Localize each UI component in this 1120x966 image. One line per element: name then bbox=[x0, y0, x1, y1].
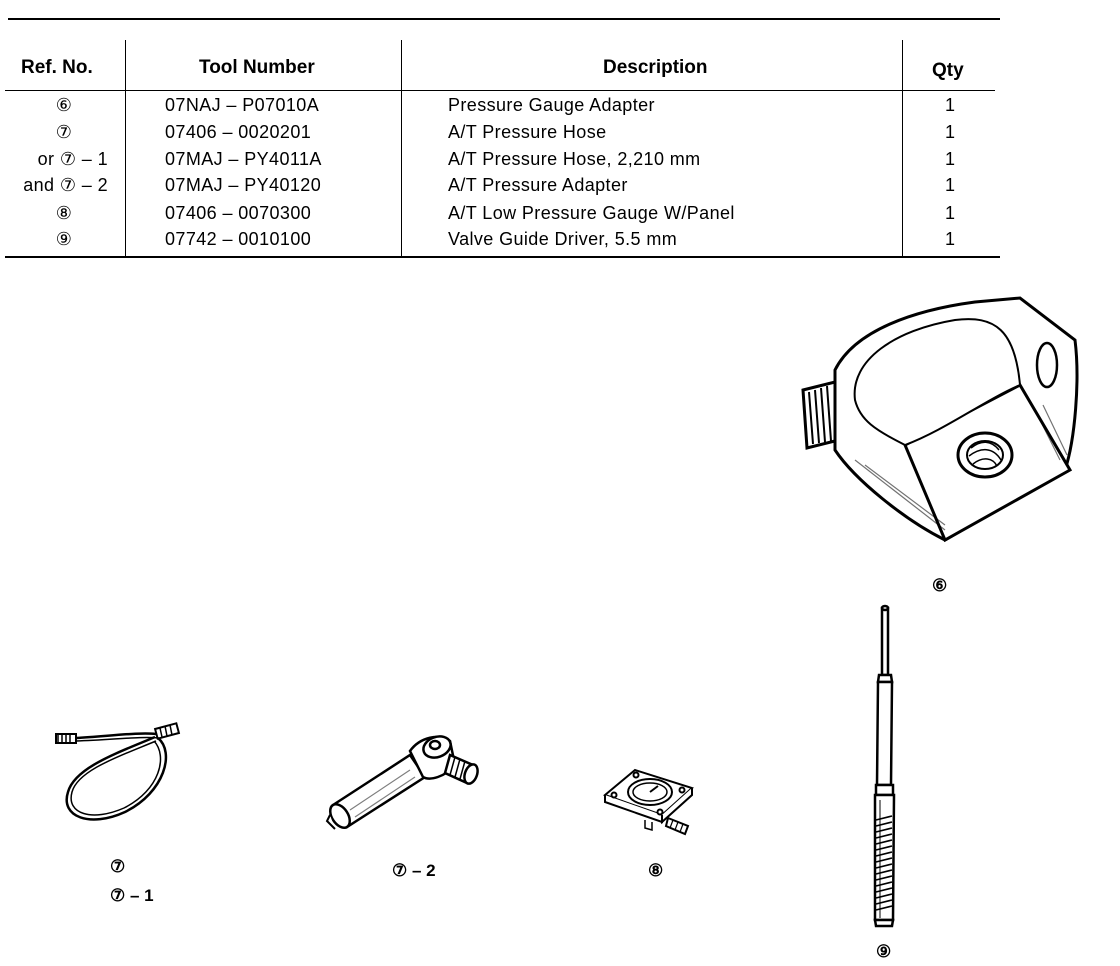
caption-valve-guide-driver: ⑨ bbox=[876, 942, 892, 961]
table-header: Ref. No. Tool Number Description Qty bbox=[5, 40, 1000, 256]
desc-cell: Valve Guide Driver, 5.5 mm bbox=[448, 229, 678, 249]
table-row: and ⑦ – 2 07MAJ – PY40120 A/T Pressure A… bbox=[5, 175, 1000, 201]
desc-cell: A/T Pressure Hose, 2,210 mm bbox=[448, 149, 701, 169]
header-rule bbox=[5, 90, 995, 91]
col-divider bbox=[125, 40, 126, 256]
caption-pressure-adapter: ⑦ – 2 bbox=[392, 861, 436, 880]
tool-cell: 07MAJ – PY4011A bbox=[165, 149, 322, 169]
caption-pressure-hose-2210: ⑦ – 1 bbox=[110, 886, 154, 905]
ref-cell: ⑧ bbox=[55, 203, 73, 223]
pressure-hose-illustration bbox=[55, 722, 181, 821]
table-row: ⑨ 07742 – 0010100 Valve Guide Driver, 5.… bbox=[5, 229, 1000, 255]
tool-cell: 07406 – 0070300 bbox=[165, 203, 312, 223]
qty-cell: 1 bbox=[945, 95, 956, 115]
qty-cell: 1 bbox=[945, 175, 956, 195]
pressure-gauge-adapter-illustration bbox=[801, 296, 1079, 543]
tool-cell: 07MAJ – PY40120 bbox=[165, 175, 322, 195]
header-qty: Qty bbox=[932, 60, 964, 81]
ref-cell: ⑥ bbox=[55, 95, 73, 115]
bottom-rule bbox=[5, 256, 1000, 258]
table-row: ⑥ 07NAJ – P07010A Pressure Gauge Adapter… bbox=[5, 95, 1000, 121]
ref-cell: ⑨ bbox=[55, 229, 73, 249]
qty-cell: 1 bbox=[945, 149, 956, 169]
tool-cell: 07NAJ – P07010A bbox=[165, 95, 320, 115]
pressure-adapter-illustration bbox=[325, 735, 479, 830]
tool-cell: 07742 – 0010100 bbox=[165, 229, 312, 249]
header-ref-no: Ref. No. bbox=[21, 57, 93, 78]
header-tool-number: Tool Number bbox=[199, 57, 315, 78]
col-divider bbox=[902, 40, 903, 256]
desc-cell: A/T Pressure Adapter bbox=[448, 175, 628, 195]
table-row: or ⑦ – 1 07MAJ – PY4011A A/T Pressure Ho… bbox=[5, 149, 1000, 175]
caption-pressure-gauge-adapter: ⑥ bbox=[932, 576, 948, 595]
qty-cell: 1 bbox=[945, 203, 956, 223]
desc-cell: A/T Pressure Hose bbox=[448, 122, 607, 142]
col-divider bbox=[401, 40, 402, 256]
top-rule bbox=[8, 18, 1000, 20]
desc-cell: Pressure Gauge Adapter bbox=[448, 95, 655, 115]
valve-guide-driver-illustration bbox=[873, 604, 896, 928]
qty-cell: 1 bbox=[945, 229, 956, 249]
tool-cell: 07406 – 0020201 bbox=[165, 122, 312, 142]
header-description: Description bbox=[603, 57, 708, 78]
low-pressure-gauge-illustration bbox=[603, 768, 694, 836]
table-row: ⑦ 07406 – 0020201 A/T Pressure Hose 1 bbox=[5, 122, 1000, 148]
ref-cell: or ⑦ – 1 bbox=[37, 149, 108, 169]
desc-cell: A/T Low Pressure Gauge W/Panel bbox=[448, 203, 735, 223]
table-row: ⑧ 07406 – 0070300 A/T Low Pressure Gauge… bbox=[5, 203, 1000, 229]
ref-cell: and ⑦ – 2 bbox=[23, 175, 108, 195]
qty-cell: 1 bbox=[945, 122, 956, 142]
caption-low-pressure-gauge: ⑧ bbox=[648, 861, 664, 880]
caption-pressure-hose: ⑦ bbox=[110, 857, 126, 876]
ref-cell: ⑦ bbox=[55, 122, 73, 142]
